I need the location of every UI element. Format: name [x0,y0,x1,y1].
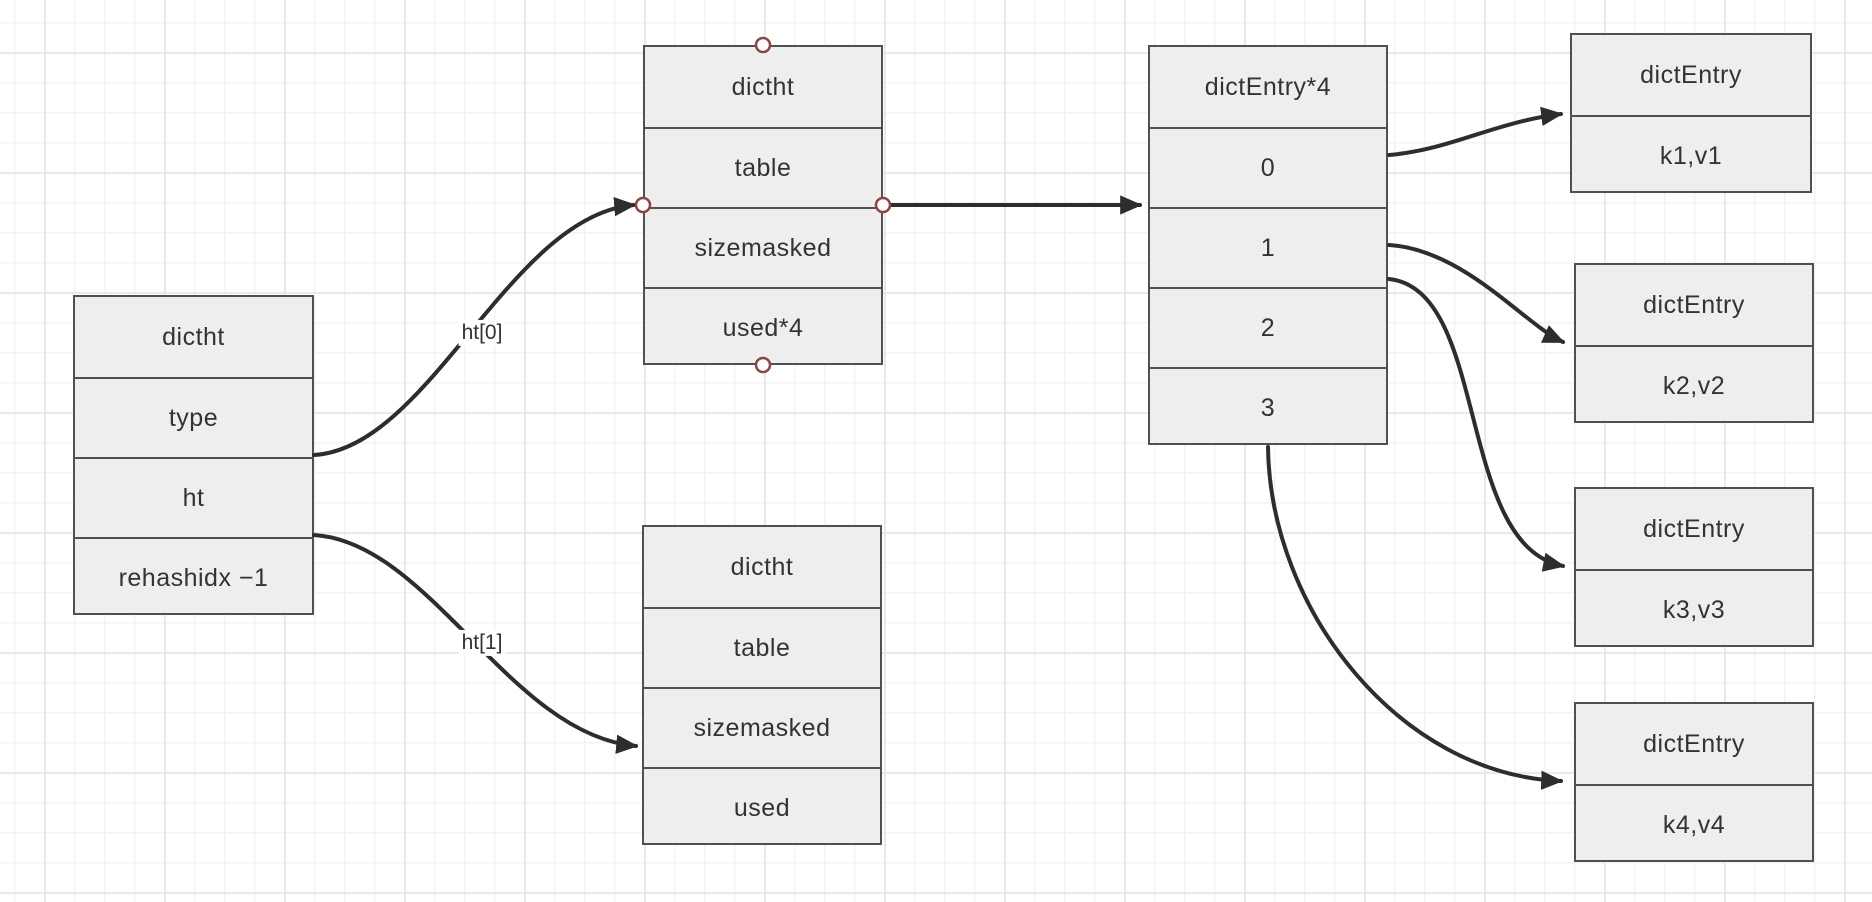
edge-slot2-to-entry3[interactable] [1387,277,1566,572]
node-ht0-row-0[interactable]: dictht [731,72,795,101]
node-ht0-row-3[interactable]: used*4 [645,287,881,367]
connection-point[interactable] [874,196,892,214]
edge-slot3-to-entry4[interactable] [1266,445,1564,790]
edge-slot1-to-entry2[interactable] [1387,243,1566,344]
node-bucket-row-1[interactable]: 0 [1150,127,1386,207]
node-dict-row-2[interactable]: ht [75,457,312,537]
node-entry1[interactable]: dictEntry k1,v1 [1570,33,1812,193]
node-ht1-row-3[interactable]: used [644,767,880,847]
node-ht1-row-0[interactable]: dictht [730,552,794,581]
node-dict-row-1[interactable]: type [75,377,312,457]
node-entry1-row-0[interactable]: dictEntry [1640,60,1742,89]
node-dict-row-0[interactable]: dictht [162,322,225,351]
node-entry3-row-0[interactable]: dictEntry [1643,514,1745,543]
edge-label-ht1-arrow[interactable]: ht[1] [458,629,506,657]
node-entry2-row-1[interactable]: k2,v2 [1576,345,1812,425]
node-entry2[interactable]: dictEntry k2,v2 [1574,263,1814,423]
edge-slot0-to-entry1[interactable] [1387,106,1564,157]
node-entry4[interactable]: dictEntry k4,v4 [1574,702,1814,862]
node-entry3[interactable]: dictEntry k3,v3 [1574,487,1814,647]
connection-point[interactable] [754,356,772,374]
node-bucket-row-4[interactable]: 3 [1150,367,1386,447]
node-entry3-row-1[interactable]: k3,v3 [1576,569,1812,649]
node-bucket-row-0[interactable]: dictEntry*4 [1204,72,1332,101]
node-ht0-row-1[interactable]: table [645,127,881,207]
node-dict-row-3[interactable]: rehashidx −1 [75,537,312,617]
node-entry4-row-0[interactable]: dictEntry [1643,729,1745,758]
node-ht1-row-1[interactable]: table [644,607,880,687]
edge-label-ht0-arrow[interactable]: ht[0] [458,319,506,347]
node-entry1-row-1[interactable]: k1,v1 [1572,115,1810,195]
connection-point[interactable] [634,196,652,214]
node-entry2-row-0[interactable]: dictEntry [1643,290,1745,319]
connection-point[interactable] [754,36,772,54]
node-ht0-row-2[interactable]: sizemasked [645,207,881,287]
node-bucket-row-2[interactable]: 1 [1150,207,1386,287]
node-ht1-row-2[interactable]: sizemasked [644,687,880,767]
node-entry4-row-1[interactable]: k4,v4 [1576,784,1812,864]
node-bucket-row-3[interactable]: 2 [1150,287,1386,367]
